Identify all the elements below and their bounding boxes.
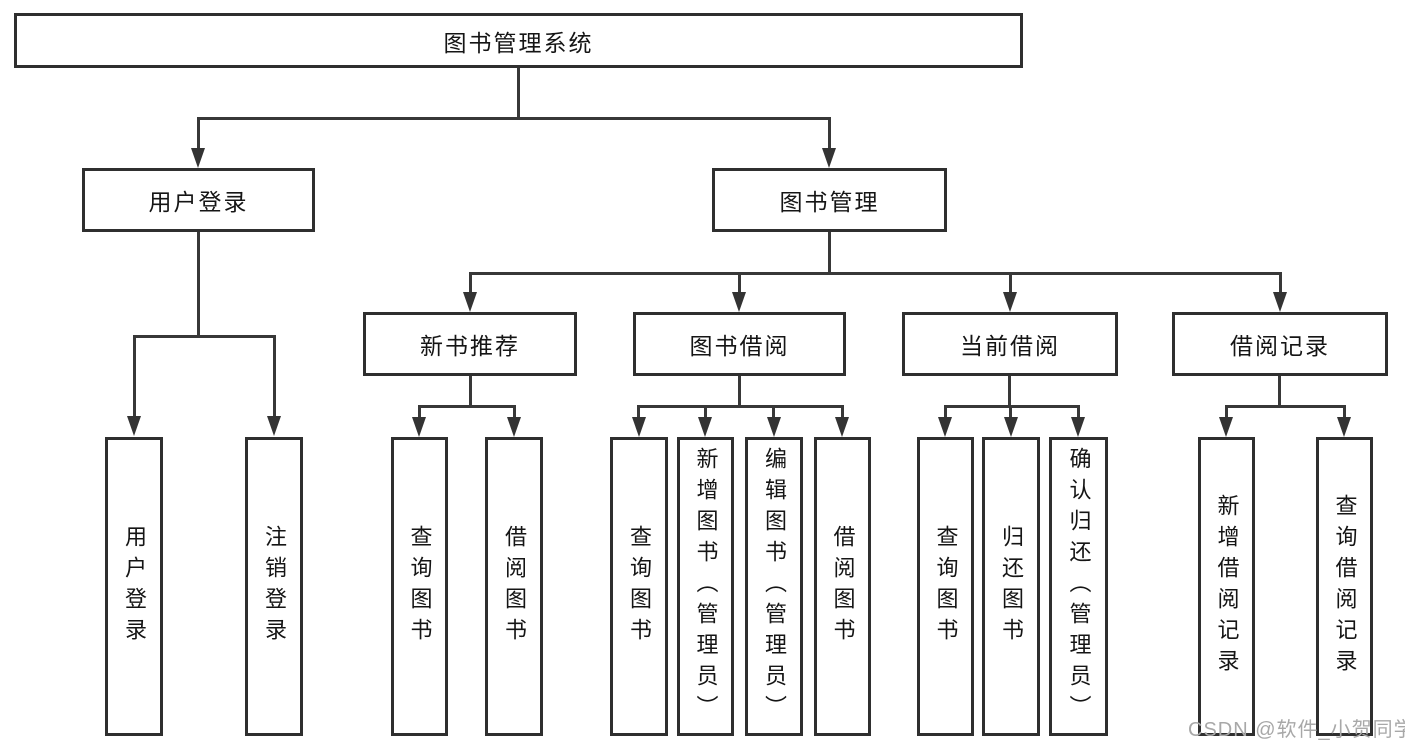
connector-line — [704, 405, 707, 418]
connector-line — [513, 405, 516, 418]
connector-line — [469, 272, 1282, 275]
connector-line — [1225, 405, 1228, 418]
connector-line — [772, 405, 775, 418]
connector-line — [418, 405, 421, 418]
arrow-down-icon — [507, 417, 521, 437]
arrow-down-icon — [938, 417, 952, 437]
arrow-down-icon — [412, 417, 426, 437]
connector-line — [944, 405, 947, 418]
connector-line — [1343, 405, 1346, 418]
connector-line — [197, 232, 200, 336]
connector-line — [197, 117, 200, 150]
arrow-down-icon — [127, 416, 141, 436]
arrow-down-icon — [835, 417, 849, 437]
leaf-bb-borrow-books: 借阅图书 — [814, 437, 871, 736]
watermark: CSDN @软件_小贺同学 — [1188, 719, 1405, 741]
leaf-br-query-record: 查询借阅记录 — [1316, 437, 1373, 736]
connector-line — [1008, 376, 1011, 406]
leaf-cb-query-books: 查询图书 — [917, 437, 974, 736]
connector-line — [133, 335, 276, 338]
connector-line — [418, 405, 516, 408]
connector-line — [637, 405, 640, 418]
arrow-down-icon — [822, 148, 836, 168]
arrow-down-icon — [1337, 417, 1351, 437]
node-book-borrow: 图书借阅 — [633, 312, 846, 376]
arrow-down-icon — [732, 292, 746, 312]
connector-line — [738, 272, 741, 294]
arrow-down-icon — [267, 416, 281, 436]
connector-line — [273, 335, 276, 417]
arrow-down-icon — [1273, 292, 1287, 312]
connector-line — [738, 376, 741, 406]
arrow-down-icon — [632, 417, 646, 437]
connector-line — [1225, 405, 1346, 408]
connector-line — [1278, 376, 1281, 406]
leaf-cb-confirm-return-admin: 确认归还（管理员） — [1049, 437, 1108, 736]
arrow-down-icon — [1004, 417, 1018, 437]
arrow-down-icon — [191, 148, 205, 168]
connector-line — [841, 405, 844, 418]
connector-line — [828, 117, 831, 150]
leaf-bb-edit-books-admin: 编辑图书（管理员） — [745, 437, 803, 736]
node-new-book-recommend: 新书推荐 — [363, 312, 577, 376]
leaf-nb-query-books: 查询图书 — [391, 437, 448, 736]
connector-line — [1009, 272, 1012, 294]
arrow-down-icon — [1071, 417, 1085, 437]
arrow-down-icon — [1219, 417, 1233, 437]
node-user-login: 用户登录 — [82, 168, 315, 232]
leaf-logout: 注销登录 — [245, 437, 303, 736]
connector-line — [1077, 405, 1080, 418]
connector-line — [197, 117, 831, 120]
node-root: 图书管理系统 — [14, 13, 1023, 68]
arrow-down-icon — [767, 417, 781, 437]
connector-line — [133, 335, 136, 417]
connector-line — [469, 376, 472, 406]
arrow-down-icon — [463, 292, 477, 312]
leaf-bb-query-books: 查询图书 — [610, 437, 668, 736]
leaf-cb-return-books: 归还图书 — [982, 437, 1040, 736]
connector-line — [944, 405, 1080, 408]
leaf-nb-borrow-books: 借阅图书 — [485, 437, 543, 736]
connector-line — [469, 272, 472, 294]
connector-line — [517, 68, 520, 118]
connector-line — [1009, 405, 1012, 418]
leaf-bb-add-books-admin: 新增图书（管理员） — [677, 437, 734, 736]
connector-line — [1279, 272, 1282, 294]
arrow-down-icon — [1003, 292, 1017, 312]
node-borrow-records: 借阅记录 — [1172, 312, 1388, 376]
leaf-user-login: 用户登录 — [105, 437, 163, 736]
node-current-borrow: 当前借阅 — [902, 312, 1118, 376]
arrow-down-icon — [698, 417, 712, 437]
connector-line — [828, 232, 831, 273]
node-book-management: 图书管理 — [712, 168, 947, 232]
connector-line — [637, 405, 844, 408]
leaf-br-add-record: 新增借阅记录 — [1198, 437, 1255, 736]
